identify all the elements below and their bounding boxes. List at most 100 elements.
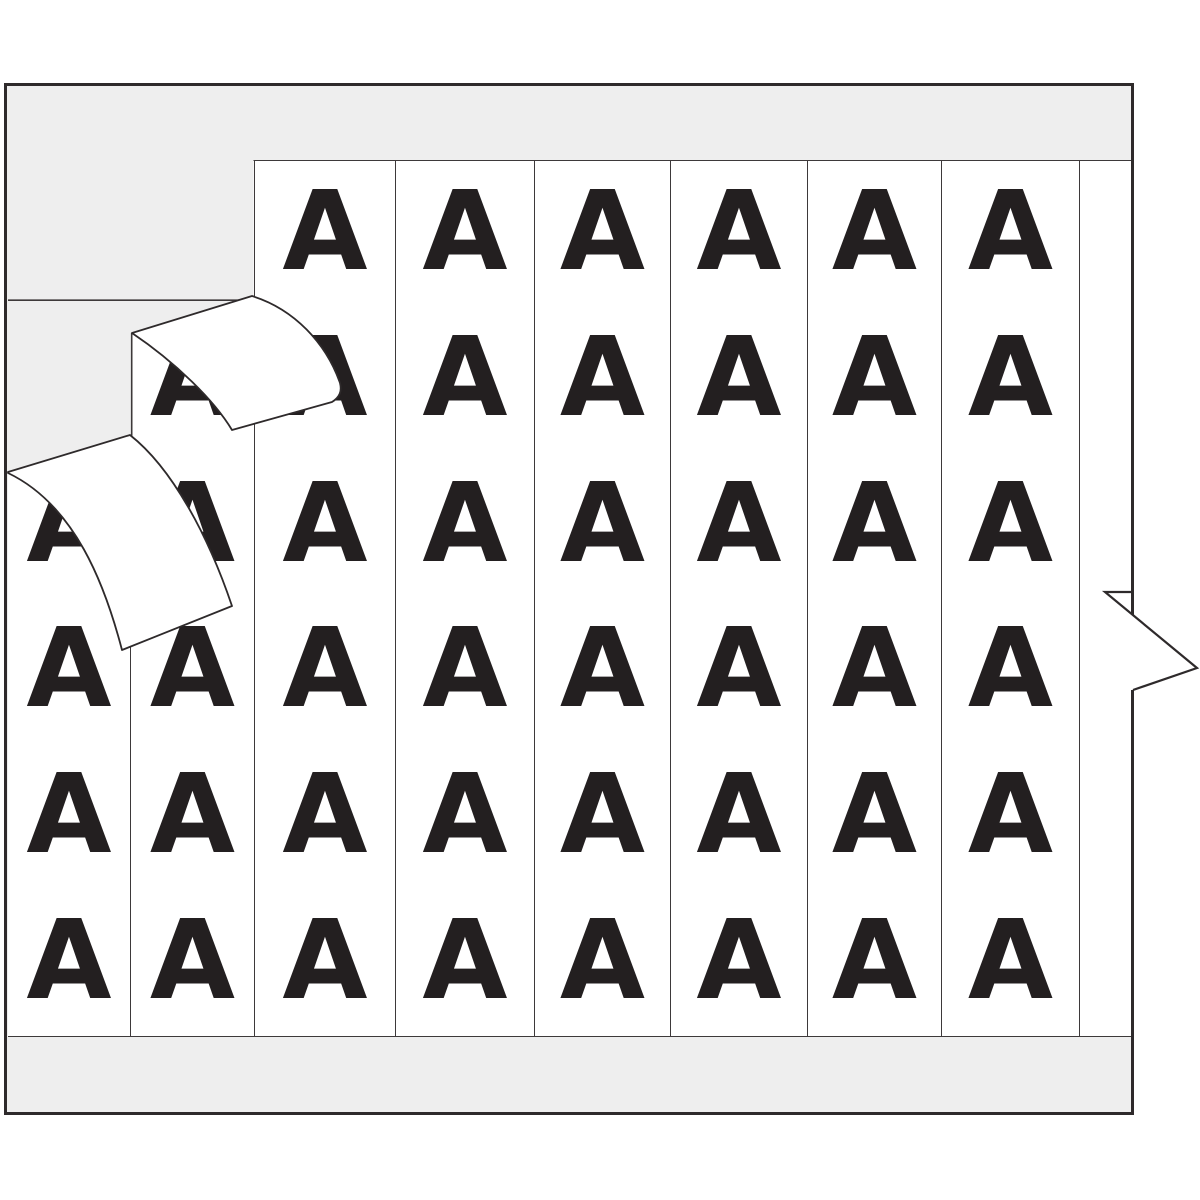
marker-cell: A bbox=[131, 161, 254, 307]
marker-cell: A bbox=[671, 161, 807, 307]
marker-cell: A bbox=[396, 744, 534, 890]
marker-cell: A bbox=[8, 890, 130, 1036]
marker-cell: A bbox=[808, 161, 941, 307]
marker-letter: A bbox=[831, 896, 918, 1025]
marker-letter: A bbox=[422, 604, 508, 733]
marker-letter: A bbox=[282, 750, 368, 879]
marker-cell: A bbox=[535, 307, 670, 453]
marker-letter: A bbox=[282, 896, 368, 1025]
marker-cell: A bbox=[671, 453, 807, 599]
marker-cell: A bbox=[131, 744, 254, 890]
marker-letter: A bbox=[149, 896, 236, 1025]
marker-cell: A bbox=[396, 161, 534, 307]
marker-cell: A bbox=[808, 744, 941, 890]
marker-letter: A bbox=[422, 750, 508, 879]
marker-letter: A bbox=[696, 166, 782, 295]
marker-letter: A bbox=[282, 312, 368, 441]
marker-letter: A bbox=[26, 458, 112, 587]
marker-letter: A bbox=[967, 750, 1054, 879]
marker-letter: A bbox=[422, 896, 508, 1025]
marker-cell: A bbox=[942, 598, 1079, 744]
marker-letter: A bbox=[149, 312, 236, 441]
marker-cell: A bbox=[671, 890, 807, 1036]
marker-strip: A A A A A A bbox=[396, 161, 535, 1036]
marker-letter: A bbox=[282, 166, 368, 295]
marker-letter: A bbox=[696, 604, 782, 733]
marker-cell: A bbox=[8, 598, 130, 744]
marker-letter: A bbox=[559, 312, 646, 441]
marker-letter: A bbox=[967, 458, 1054, 587]
marker-letter: A bbox=[149, 458, 236, 587]
marker-cell: A bbox=[942, 161, 1079, 307]
marker-letter: A bbox=[149, 166, 236, 295]
marker-letter: A bbox=[831, 750, 918, 879]
marker-letter: A bbox=[282, 604, 368, 733]
marker-letter: A bbox=[149, 604, 236, 733]
marker-strip: A A A A A A bbox=[535, 161, 671, 1036]
marker-letter: A bbox=[559, 166, 646, 295]
marker-strip: A A A A A A bbox=[255, 161, 396, 1036]
marker-cell: A bbox=[396, 453, 534, 599]
marker-letter: A bbox=[831, 458, 918, 587]
marker-letter: A bbox=[696, 896, 782, 1025]
marker-letter: A bbox=[422, 312, 508, 441]
marker-letter: A bbox=[967, 166, 1054, 295]
marker-cell: A bbox=[535, 890, 670, 1036]
marker-cell: A bbox=[942, 307, 1079, 453]
marker-letter: A bbox=[831, 166, 918, 295]
marker-letter: A bbox=[967, 896, 1054, 1025]
marker-letter: A bbox=[696, 458, 782, 587]
marker-letter: A bbox=[831, 312, 918, 441]
marker-letter: A bbox=[282, 458, 368, 587]
marker-cell: A bbox=[255, 890, 395, 1036]
marker-cell: A bbox=[535, 744, 670, 890]
marker-cell: A bbox=[131, 307, 254, 453]
marker-letter: A bbox=[559, 604, 646, 733]
marker-cell: A bbox=[255, 307, 395, 453]
marker-cell: A bbox=[535, 598, 670, 744]
marker-letter: A bbox=[26, 312, 112, 441]
marker-letter: A bbox=[26, 750, 112, 879]
marker-cell: A bbox=[255, 744, 395, 890]
marker-cell: A bbox=[808, 307, 941, 453]
marker-letter: A bbox=[26, 896, 112, 1025]
marker-cell: A bbox=[255, 453, 395, 599]
marker-cell: A bbox=[808, 890, 941, 1036]
marker-cell: A bbox=[396, 307, 534, 453]
marker-cell: A bbox=[131, 890, 254, 1036]
marker-strip: A A A A A A bbox=[942, 161, 1080, 1036]
marker-strip: A A A A A A bbox=[671, 161, 808, 1036]
marker-cell: A bbox=[8, 744, 130, 890]
marker-cell: A bbox=[671, 307, 807, 453]
marker-cell: A bbox=[942, 744, 1079, 890]
marker-cell: A bbox=[535, 161, 670, 307]
marker-strip: A A A A A A bbox=[808, 161, 942, 1036]
marker-cell: A bbox=[942, 453, 1079, 599]
marker-cell: A bbox=[131, 598, 254, 744]
marker-letter: A bbox=[967, 312, 1054, 441]
marker-cell: A bbox=[255, 161, 395, 307]
marker-cell: A bbox=[942, 890, 1079, 1036]
marker-cell: A bbox=[808, 598, 941, 744]
marker-cell: A bbox=[671, 744, 807, 890]
marker-letter: A bbox=[422, 458, 508, 587]
marker-letter: A bbox=[26, 604, 112, 733]
marker-cell: A bbox=[535, 453, 670, 599]
marker-cell: A bbox=[8, 307, 130, 453]
marker-letter: A bbox=[559, 458, 646, 587]
marker-letter: A bbox=[831, 604, 918, 733]
marker-cell: A bbox=[396, 598, 534, 744]
marker-cell: A bbox=[808, 453, 941, 599]
marker-cell: A bbox=[396, 890, 534, 1036]
marker-letter: A bbox=[967, 604, 1054, 733]
marker-strip: A A A A A A bbox=[8, 161, 131, 1036]
marker-cell: A bbox=[8, 161, 130, 307]
marker-strip: A A A A A A bbox=[131, 161, 255, 1036]
marker-letter: A bbox=[26, 166, 112, 295]
marker-letter: A bbox=[696, 750, 782, 879]
marker-letter: A bbox=[422, 166, 508, 295]
marker-letter: A bbox=[149, 750, 236, 879]
marker-cell: A bbox=[8, 453, 130, 599]
marker-letter: A bbox=[559, 896, 646, 1025]
marker-letter: A bbox=[696, 312, 782, 441]
